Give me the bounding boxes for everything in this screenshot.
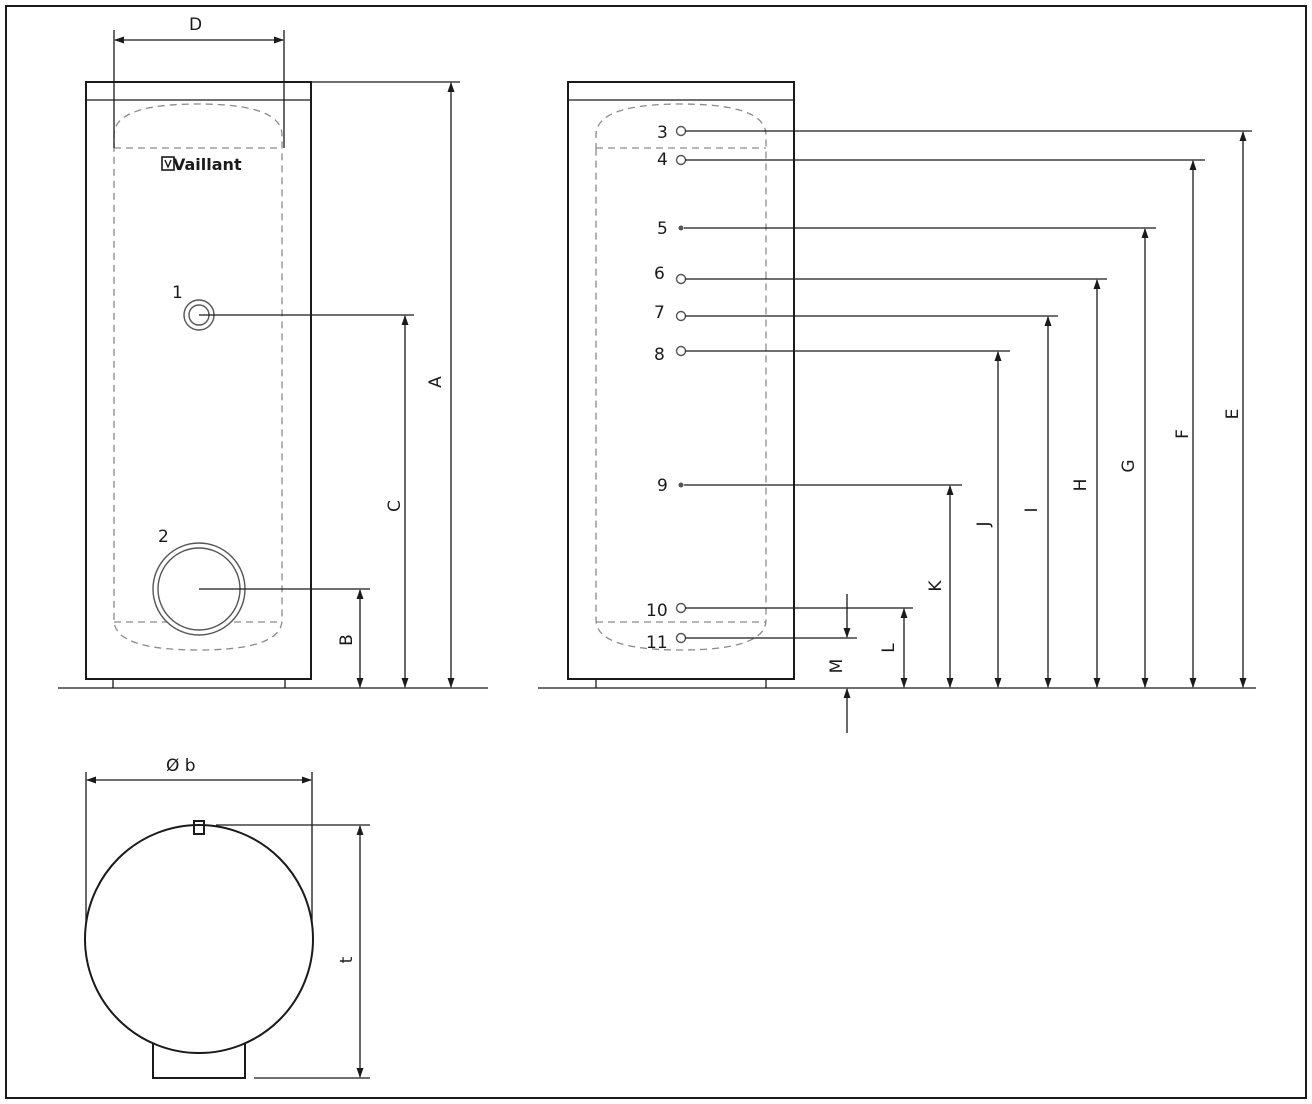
top-view: Ø b t	[84, 756, 370, 1079]
top-view-foot	[152, 1044, 246, 1079]
side-view: 3 4 5 6 7 8 9 10 11 E F G	[538, 81, 1256, 733]
connection-port-6	[675, 273, 687, 285]
dim-label-a: A	[426, 376, 446, 388]
dim-label-k: K	[926, 580, 946, 592]
top-tank-circle	[84, 824, 314, 1054]
dim-label-g: G	[1119, 459, 1139, 472]
side-tank-body	[567, 81, 795, 680]
connection-label-7: 7	[654, 303, 665, 323]
dim-label-f: F	[1173, 429, 1193, 439]
connection-label-2: 2	[158, 527, 169, 547]
connection-port-9	[678, 482, 684, 488]
dim-label-j: J	[974, 521, 994, 527]
front-inner-tank-outline	[113, 103, 283, 651]
dim-label-e: E	[1223, 409, 1243, 420]
connection-port-4	[675, 154, 687, 166]
connection-label-1: 1	[172, 283, 183, 303]
connection-port-3	[675, 125, 687, 137]
connection-port-5	[678, 225, 684, 231]
dim-label-l: L	[879, 643, 899, 653]
dim-label-i: I	[1022, 507, 1042, 512]
dim-label-t: t	[337, 956, 357, 963]
connection-port-11	[675, 632, 687, 644]
connection-label-8: 8	[654, 345, 665, 365]
connection-label-11: 11	[646, 633, 668, 653]
vaillant-logo: Vaillant	[161, 155, 242, 174]
front-tank-body	[85, 81, 312, 680]
connection-label-4: 4	[657, 150, 668, 170]
connection-label-5: 5	[657, 219, 668, 239]
dim-label-diameter: Ø b	[166, 756, 196, 776]
dim-label-h: H	[1071, 479, 1091, 492]
connection-port-8	[675, 345, 687, 357]
dim-label-c: C	[385, 500, 405, 512]
dim-label-b: B	[337, 634, 357, 646]
connection-port-10	[675, 602, 687, 614]
connection-label-10: 10	[646, 601, 668, 621]
dim-label-d: D	[189, 15, 202, 35]
connection-label-3: 3	[657, 123, 668, 143]
connection-port-7	[675, 310, 687, 322]
top-view-pipe-stub	[193, 820, 205, 835]
front-view: Vaillant 1 2 D A C B	[58, 15, 488, 689]
side-inner-tank-outline	[595, 103, 767, 651]
connection-label-9: 9	[657, 476, 668, 496]
dim-label-m: M	[827, 659, 847, 674]
brand-logo-text: Vaillant	[173, 155, 242, 174]
connection-label-6: 6	[654, 264, 665, 284]
